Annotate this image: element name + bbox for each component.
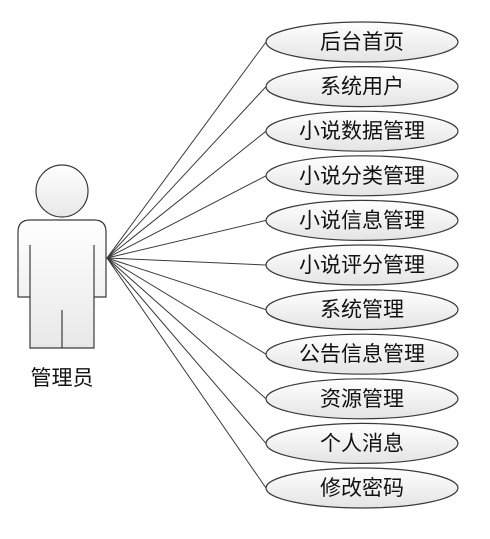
use-case-label: 系统管理 bbox=[320, 298, 404, 322]
use-case-label: 小说评分管理 bbox=[299, 253, 425, 277]
use-case-ellipse bbox=[265, 378, 459, 420]
use-case-label: 小说分类管理 bbox=[299, 164, 425, 188]
actor-body-icon bbox=[17, 219, 107, 349]
actor-head-icon bbox=[35, 164, 89, 218]
use-cases: 后台首页系统用户小说数据管理小说分类管理小说信息管理小说评分管理系统管理公告信息… bbox=[265, 21, 459, 509]
use-case-label: 小说数据管理 bbox=[299, 119, 425, 143]
association-line bbox=[106, 86, 267, 259]
association-line bbox=[106, 257, 267, 444]
use-case-label: 后台首页 bbox=[320, 30, 404, 54]
use-case-ellipse bbox=[265, 467, 459, 509]
actor-label: 管理员 bbox=[31, 366, 94, 390]
association-line bbox=[106, 219, 267, 259]
association-line bbox=[106, 257, 267, 266]
use-case-ellipse bbox=[265, 244, 459, 286]
association-line bbox=[106, 257, 267, 489]
association-line bbox=[106, 41, 267, 259]
use-case: 小说信息管理 bbox=[265, 199, 459, 241]
association-line bbox=[106, 130, 267, 259]
association-line bbox=[106, 257, 267, 400]
use-case: 后台首页 bbox=[265, 21, 459, 63]
use-case: 小说分类管理 bbox=[265, 155, 459, 197]
use-case: 修改密码 bbox=[265, 467, 459, 509]
use-case-ellipse bbox=[265, 110, 459, 152]
use-case-label: 资源管理 bbox=[320, 387, 404, 411]
use-case-ellipse bbox=[265, 333, 459, 375]
use-case: 资源管理 bbox=[265, 378, 459, 420]
use-case-ellipse bbox=[265, 422, 459, 464]
use-case: 个人消息 bbox=[265, 422, 459, 464]
use-case: 小说评分管理 bbox=[265, 244, 459, 286]
use-case-label: 公告信息管理 bbox=[299, 342, 425, 366]
use-case-ellipse bbox=[265, 21, 459, 63]
use-case-ellipse bbox=[265, 65, 459, 108]
use-case-ellipse bbox=[265, 199, 459, 241]
use-case-label: 修改密码 bbox=[320, 476, 404, 500]
association-line bbox=[106, 257, 267, 355]
use-case: 系统用户 bbox=[265, 65, 459, 108]
use-case-ellipse bbox=[265, 289, 459, 331]
use-case: 小说数据管理 bbox=[265, 110, 459, 152]
association-line bbox=[106, 257, 267, 311]
use-case: 公告信息管理 bbox=[265, 333, 459, 375]
use-case: 系统管理 bbox=[265, 289, 459, 331]
association-line bbox=[106, 175, 267, 259]
use-case-label: 小说信息管理 bbox=[299, 208, 425, 232]
association-lines bbox=[106, 41, 267, 489]
use-case-label: 个人消息 bbox=[320, 431, 404, 455]
actor-figure bbox=[17, 164, 107, 349]
use-case-ellipse bbox=[265, 155, 459, 197]
use-case-label: 系统用户 bbox=[320, 75, 404, 99]
